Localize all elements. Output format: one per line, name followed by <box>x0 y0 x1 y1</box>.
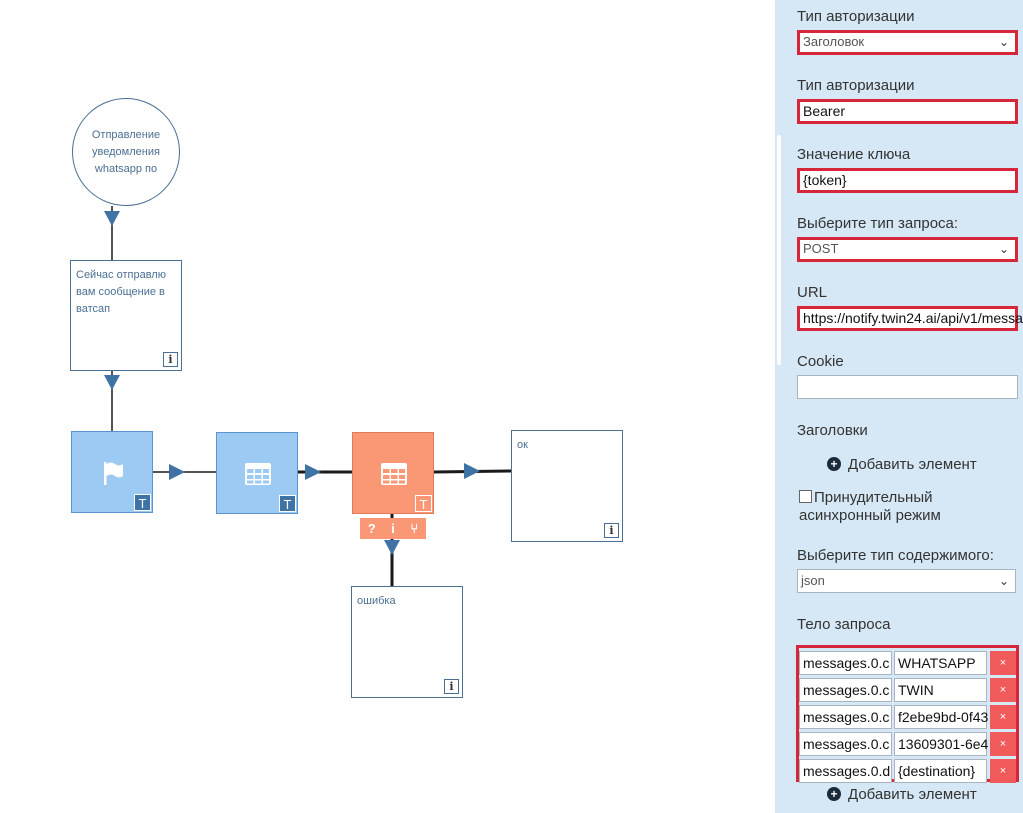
plus-icon: + <box>827 787 841 801</box>
arrow-icon <box>384 540 400 555</box>
force-async-label: Принудительный асинхронный режим <box>799 489 941 524</box>
table-row: messages.0.c WHATSAPP × <box>799 651 1016 675</box>
t-icon[interactable]: T <box>279 495 296 512</box>
arrow-icon <box>169 464 185 480</box>
arrow-icon <box>104 211 120 226</box>
start-node-label: Отправление уведомления whatsapp по <box>91 128 161 175</box>
plus-icon: + <box>827 457 841 471</box>
cookie-field[interactable] <box>797 375 1018 399</box>
message-node-label: Сейчас отправлю вам сообщение в ватсап <box>76 269 166 315</box>
chevron-down-icon: ⌄ <box>998 242 1009 256</box>
content-type-label: Выберите тип содержимого: <box>797 547 994 564</box>
error-node[interactable]: ошибка i <box>351 586 463 698</box>
table-row: messages.0.d {destination} × <box>799 759 1016 783</box>
ok-node-label: ок <box>517 439 528 451</box>
request-type-value: POST <box>803 241 839 256</box>
chevron-down-icon: ⌄ <box>998 35 1009 49</box>
body-label: Тело запроса <box>797 616 891 633</box>
flow-canvas[interactable]: Отправление уведомления whatsapp по Сейч… <box>0 0 775 813</box>
url-label: URL <box>797 284 828 301</box>
table-icon <box>245 463 271 485</box>
branch-icon[interactable]: ⑂ <box>410 521 419 536</box>
cookie-label: Cookie <box>797 353 844 370</box>
info-icon[interactable]: i <box>391 521 395 536</box>
body-value-input[interactable]: WHATSAPP <box>894 651 987 675</box>
request-type-label: Выберите тип запроса: <box>797 215 959 232</box>
auth-type-value: Заголовок <box>803 34 865 49</box>
body-value-input[interactable]: TWIN <box>894 678 987 702</box>
body-key-input[interactable]: messages.0.d <box>799 759 892 783</box>
body-key-input[interactable]: messages.0.c <box>799 651 892 675</box>
ok-node[interactable]: ок i <box>511 430 623 542</box>
request-type-select[interactable]: POST ⌄ <box>797 237 1018 262</box>
content-type-value: json <box>801 573 825 588</box>
body-key-input[interactable]: messages.0.c <box>799 732 892 756</box>
arrow-icon <box>305 464 321 480</box>
auth-type-label: Тип авторизации <box>797 8 915 25</box>
delete-row-button[interactable]: × <box>990 759 1016 783</box>
arrow-icon <box>104 375 120 390</box>
request-body-table: messages.0.c WHATSAPP × messages.0.c TWI… <box>796 645 1019 783</box>
add-body-element-button[interactable]: + Добавить элемент <box>827 786 977 803</box>
delete-row-button[interactable]: × <box>990 732 1016 756</box>
body-value-input[interactable]: 13609301-6e4 <box>894 732 988 756</box>
t-icon[interactable]: T <box>415 495 432 512</box>
settings-panel: Тип авторизации Заголовок ⌄ Тип авториза… <box>775 0 1023 813</box>
force-async-checkbox[interactable] <box>799 490 812 503</box>
body-value-input[interactable]: {destination} <box>894 759 987 783</box>
info-icon[interactable]: i <box>604 523 619 538</box>
add-header-button[interactable]: + Добавить элемент <box>827 456 977 473</box>
key-value-field[interactable]: {token} <box>797 168 1018 193</box>
key-value-label: Значение ключа <box>797 146 911 163</box>
table-row: messages.0.c f2ebe9bd-0f43 × <box>799 705 1016 729</box>
table-icon <box>381 463 407 485</box>
table-block[interactable]: T <box>216 432 298 514</box>
headers-label: Заголовки <box>797 422 868 439</box>
auth-type-select[interactable]: Заголовок ⌄ <box>797 30 1018 55</box>
auth-type-label-2: Тип авторизации <box>797 77 915 94</box>
add-body-element-label: Добавить элемент <box>848 786 977 803</box>
body-key-input[interactable]: messages.0.c <box>799 705 892 729</box>
request-block[interactable]: T <box>352 432 434 514</box>
body-value-input[interactable]: f2ebe9bd-0f43 <box>894 705 988 729</box>
delete-row-button[interactable]: × <box>990 705 1016 729</box>
delete-row-button[interactable]: × <box>990 678 1016 702</box>
help-icon[interactable]: ? <box>367 521 376 536</box>
start-node[interactable]: Отправление уведомления whatsapp по <box>72 98 180 206</box>
info-icon[interactable]: i <box>444 679 459 694</box>
url-field[interactable]: https://notify.twin24.ai/api/v1/messa <box>797 306 1023 331</box>
error-node-label: ошибка <box>357 595 396 607</box>
table-row: messages.0.c TWIN × <box>799 678 1016 702</box>
table-row: messages.0.c 13609301-6e4 × <box>799 732 1016 756</box>
info-icon[interactable]: i <box>163 352 178 367</box>
arrow-icon <box>464 463 480 479</box>
auth-scheme-field[interactable]: Bearer <box>797 99 1018 124</box>
content-type-select[interactable]: json ⌄ <box>797 569 1016 593</box>
flag-block[interactable]: T <box>71 431 153 513</box>
scrollbar[interactable] <box>777 135 781 365</box>
delete-row-button[interactable]: × <box>990 651 1016 675</box>
flag-icon <box>104 462 123 485</box>
message-node[interactable]: Сейчас отправлю вам сообщение в ватсап i <box>70 260 182 371</box>
t-icon[interactable]: T <box>134 494 151 511</box>
chevron-down-icon: ⌄ <box>998 574 1009 588</box>
node-action-bar: ? i ⑂ <box>360 518 426 539</box>
force-async-row[interactable]: Принудительный асинхронный режим <box>799 489 999 525</box>
add-header-label: Добавить элемент <box>848 456 977 473</box>
body-key-input[interactable]: messages.0.c <box>799 678 892 702</box>
